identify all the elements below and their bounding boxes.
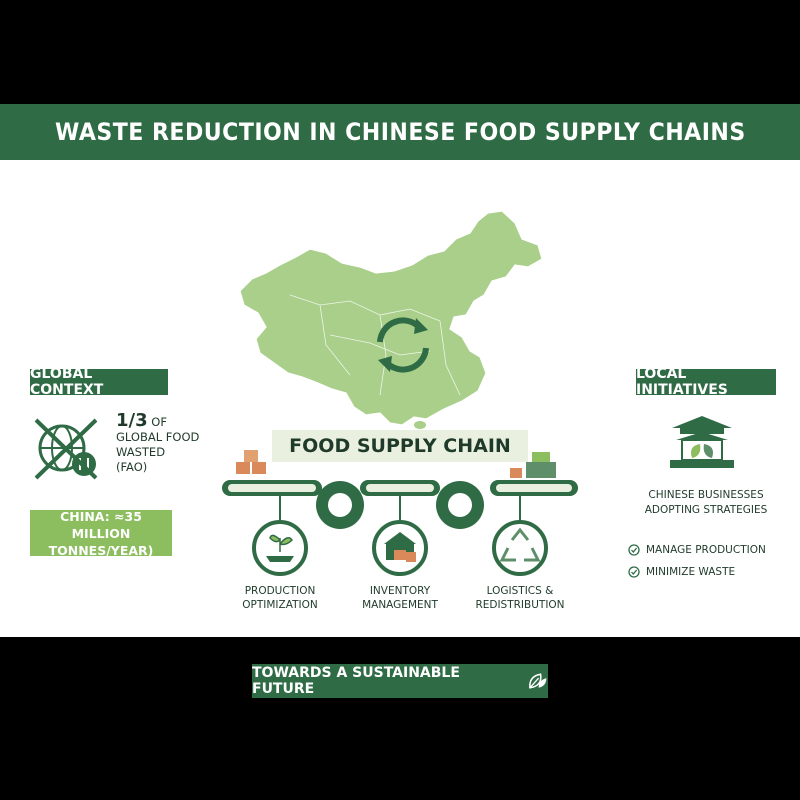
step-logistics-line1: LOGISTICS & [486,585,554,597]
china-line-1: CHINA: ≈35 MILLION [60,508,142,541]
title-divider [0,160,800,172]
china-map [239,210,543,429]
step-production-line1: PRODUCTION [244,585,316,597]
local-description: CHINESE BUSINESSES ADOPTING STRATEGIES [626,488,786,518]
china-line-2: TONNES/YEAR) [48,542,154,558]
logistics-recycle-icon [492,520,548,576]
china-waste-box: CHINA: ≈35 MILLION TONNES/YEAR) [30,508,172,558]
step-inventory-line1: INVENTORY [369,585,431,597]
local-initiatives-label: LOCAL INITIATIVES [636,366,776,398]
local-line-2: ADOPTING STRATEGIES [644,504,768,516]
local-line-1: CHINESE BUSINESSES [648,489,764,501]
step-logistics-line2: REDISTRIBUTION [475,599,565,611]
food-supply-chain-title: FOOD SUPPLY CHAIN [272,430,528,462]
check-label-1: MANAGE PRODUCTION [646,544,766,556]
step-production: PRODUCTION OPTIMIZATION [225,584,335,612]
check-item-minimize-waste: MINIMIZE WASTE [628,566,735,578]
recycle-cycle-icon [377,317,429,373]
page-title: WASTE REDUCTION IN CHINESE FOOD SUPPLY C… [54,118,746,146]
stat-line-3: WASTED [116,445,166,459]
pagoda-leaf-icon [670,416,734,468]
footer-label: TOWARDS A SUSTAINABLE FUTURE [252,665,460,697]
crate-icon [236,462,250,474]
check-label-2: MINIMIZE WASTE [646,566,736,578]
global-waste-stat: 1/3 OF GLOBAL FOOD WASTED (FAO) [116,410,236,475]
step-inventory-line2: MANAGEMENT [362,599,438,611]
check-circle-icon [628,566,640,578]
stat-line-2: GLOBAL FOOD [116,430,200,444]
step-production-line2: OPTIMIZATION [242,599,318,611]
stat-fraction: 1/3 [116,410,148,431]
gear-icon-left [316,481,364,529]
globe-cutlery-crossed-icon [34,418,98,480]
stat-of: OF [147,415,167,429]
step-logistics: LOGISTICS & REDISTRIBUTION [465,584,575,612]
gear-icon-right [436,481,484,529]
title-banner: WASTE REDUCTION IN CHINESE FOOD SUPPLY C… [0,104,800,160]
leaf-icon [528,673,547,689]
check-item-manage-production: MANAGE PRODUCTION [628,544,766,556]
stat-line-4: (FAO) [116,460,148,474]
supply-chain-graphic [222,450,578,576]
sustainable-future-banner: TOWARDS A SUSTAINABLE FUTURE [252,664,548,698]
global-context-label: GLOBAL CONTEXT [30,366,168,398]
inventory-warehouse-icon [372,520,428,576]
production-hand-plant-icon [252,520,308,576]
step-inventory: INVENTORY MANAGEMENT [345,584,455,612]
check-circle-icon [628,544,640,556]
